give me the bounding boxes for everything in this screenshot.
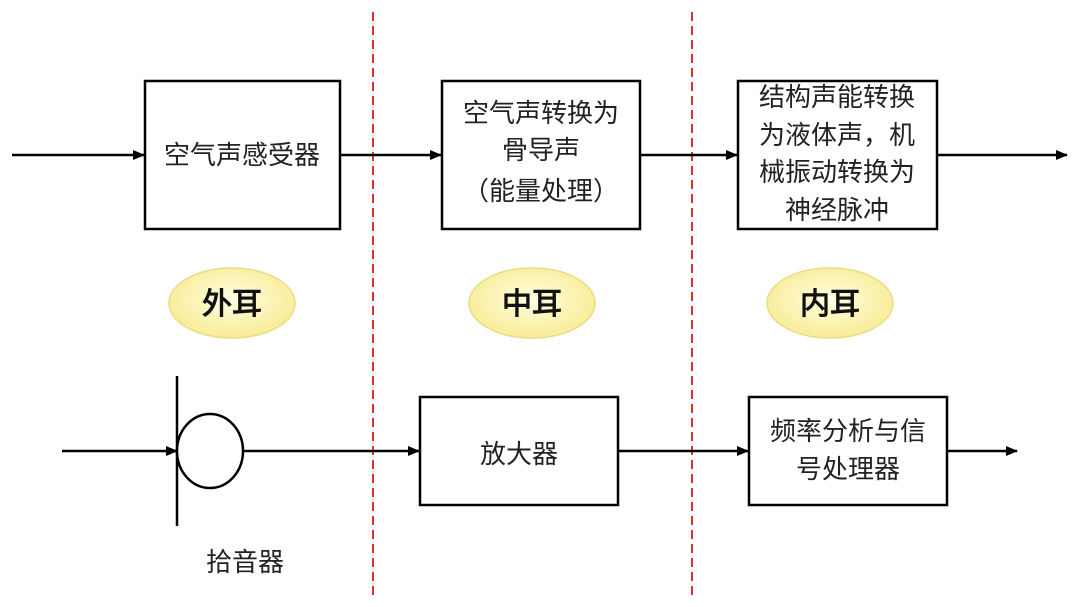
processor-line-2: 号处理器 [796,455,900,485]
middle-ear-box: 空气声转换为 骨导声 （能量处理） [440,79,642,231]
inner-ear-text: 内耳 [800,287,860,322]
amplifier-box: 放大器 [418,395,620,507]
inner-ear-box-line-1: 结构声能转换 [759,83,915,113]
middle-ear-text: 中耳 [502,287,562,322]
middle-ear-box-line-1: 空气声转换为 [463,99,619,129]
inner-ear-box: 结构声能转换 为液体声，机 械振动转换为 神经脉冲 [736,79,939,231]
middle-ear-box-line-2: 骨导声 [502,136,580,166]
outer-ear-label: 外耳 [168,267,296,339]
processor-box: 频率分析与信 号处理器 [747,395,949,507]
microphone-label: 拾音器 [206,548,284,578]
microphone-symbol [175,376,245,526]
inner-ear-box-line-4: 神经脉冲 [785,196,889,226]
middle-ear-box-line-3: （能量处理） [463,177,619,207]
amplifier-label: 放大器 [480,440,558,470]
processor-line-1: 频率分析与信 [770,417,926,447]
inner-ear-box-line-2: 为液体声，机 [759,121,915,151]
outer-ear-box-label: 空气声感受器 [164,141,320,171]
outer-ear-text: 外耳 [202,287,262,322]
outer-ear-box: 空气声感受器 [143,79,342,231]
inner-ear-label: 内耳 [766,267,894,339]
inner-ear-box-line-3: 械振动转换为 [759,158,915,188]
middle-ear-label: 中耳 [468,267,596,339]
